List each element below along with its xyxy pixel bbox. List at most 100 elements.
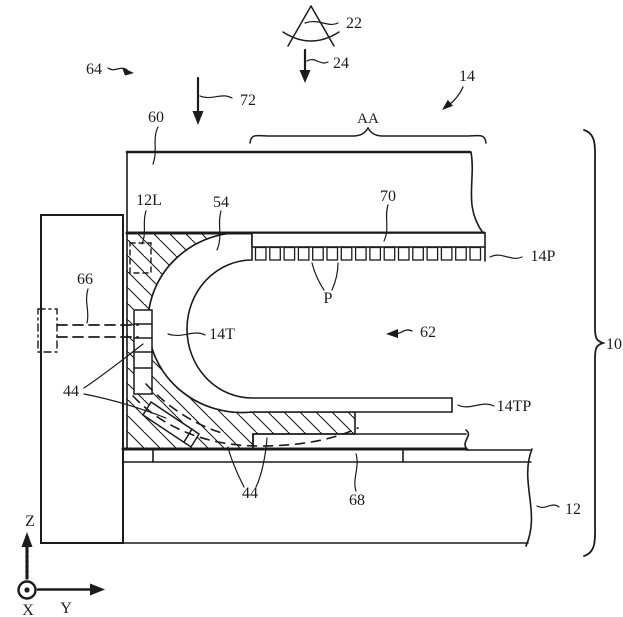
brace-10 (583, 129, 606, 557)
arrow-72 (192, 76, 204, 125)
pixel-tooth (326, 246, 339, 261)
label-44-lower: 44 (242, 485, 258, 502)
label-14TP: 14TP (497, 398, 532, 415)
label-62: 62 (420, 324, 436, 341)
pixel-tooth (440, 246, 453, 261)
coordinate-axes (17, 532, 105, 600)
label-68: 68 (349, 492, 365, 509)
left-block (40, 214, 124, 544)
brace-AA (249, 126, 487, 144)
leader-66 (85, 288, 89, 324)
arrowhead (386, 329, 398, 338)
leader-22 (304, 20, 339, 26)
x-axis-out-of-page-icon (17, 580, 37, 600)
leader-12L (141, 210, 147, 245)
label-12L: 12L (136, 192, 162, 209)
component-stack-44 (133, 309, 153, 395)
leader-68 (354, 453, 358, 492)
pixel-tooth (469, 246, 482, 261)
leader-14P (489, 254, 523, 259)
x-axis-dot (24, 587, 30, 593)
leader-44-lower-2 (255, 437, 268, 488)
label-z-axis: Z (25, 513, 35, 530)
pixel-tooth (455, 246, 467, 261)
label-y-axis: Y (60, 600, 72, 617)
layer-68 (121, 447, 532, 463)
pixel-tooth (283, 246, 296, 261)
label-66: 66 (77, 271, 93, 288)
pixel-tooth (297, 246, 310, 261)
pixel-tooth (369, 246, 382, 261)
pixel-tooth (340, 246, 353, 261)
tilted-component-divider (183, 428, 193, 443)
dash-dot-bracket (37, 308, 58, 353)
leader-44-lower-1 (227, 446, 245, 488)
pixel-tooth (269, 246, 281, 261)
connection-66 (37, 308, 139, 353)
leader-44-upper-2 (83, 393, 167, 419)
label-P: P (324, 290, 333, 307)
pixel-teeth-14P (254, 246, 482, 261)
arrow-24 (299, 48, 311, 83)
arrowhead (122, 67, 134, 76)
bottom-substrate-12 (122, 448, 533, 547)
leader-P-right (331, 262, 339, 291)
pixel-tooth (412, 246, 424, 261)
cone-right-leg (310, 5, 335, 47)
pixel-tooth (312, 246, 324, 261)
z-axis-arrowhead (21, 532, 33, 547)
label-72: 72 (240, 92, 256, 109)
pixel-tooth (354, 246, 367, 261)
leader-72 (199, 95, 233, 99)
arrow-64 (107, 67, 134, 76)
leader-54 (216, 210, 222, 251)
light-cone-icon (282, 5, 340, 47)
label-14: 14 (459, 68, 475, 85)
label-70: 70 (380, 188, 396, 205)
reference-labels: 22 24 64 72 60 14 AA 12L 54 70 14P P 14T… (22, 15, 622, 617)
leader-60 (152, 126, 159, 165)
label-14P: 14P (531, 248, 556, 265)
label-44-upper: 44 (63, 383, 79, 400)
arrow-62 (386, 329, 413, 338)
pixel-tooth (397, 246, 410, 261)
cone-left-leg (287, 5, 312, 47)
pixel-tooth (254, 246, 267, 261)
thin-band-break-end (464, 429, 470, 451)
label-12: 12 (565, 501, 581, 518)
leader-12 (536, 504, 560, 509)
dashed-flex-line-short (145, 383, 223, 434)
top-plate-60 (126, 151, 485, 234)
arrowhead (192, 111, 204, 125)
display-band-14T (147, 231, 453, 414)
arrowhead (442, 99, 453, 110)
strip-70 (251, 232, 486, 248)
leader-24 (306, 59, 329, 64)
annotations (17, 5, 606, 600)
y-axis-arrowhead (90, 583, 105, 596)
label-AA: AA (357, 111, 379, 127)
pixel-tooth (426, 246, 439, 261)
leader-70 (383, 204, 389, 242)
cone-arc (282, 31, 340, 42)
dashed-region-12L (129, 242, 152, 274)
arrowhead (299, 70, 311, 83)
leader-44-upper-1 (83, 343, 144, 389)
dashed-flex-line (132, 395, 359, 447)
leader-14T (167, 332, 206, 337)
label-24: 24 (333, 55, 349, 72)
arrow-14 (442, 86, 464, 110)
leader-14TP (457, 403, 495, 408)
device-structure (37, 150, 533, 547)
leader-P-left (311, 262, 325, 291)
pixel-tooth (383, 246, 396, 261)
label-14T: 14T (209, 326, 235, 343)
label-54: 54 (213, 194, 229, 211)
substrate-break-line (525, 448, 533, 547)
label-64: 64 (86, 61, 102, 78)
leader-lines (83, 20, 560, 509)
label-22: 22 (346, 15, 362, 32)
label-60: 60 (148, 109, 164, 126)
